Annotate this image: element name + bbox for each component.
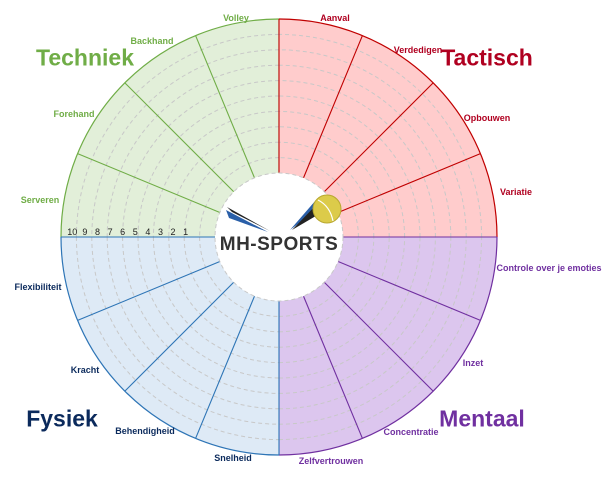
scale-ring — [278, 236, 483, 441]
segment-divider — [302, 35, 363, 179]
label-opbouwen: Opbouwen — [463, 113, 511, 123]
segment-divider — [124, 281, 235, 392]
segment-divider — [337, 153, 481, 214]
segment-divider — [323, 82, 434, 193]
segment-divider — [337, 260, 481, 321]
label-backhand: Backhand — [130, 36, 174, 46]
label-concentratie: Concentratie — [383, 427, 439, 437]
scale-numbers: 10 9 8 7 6 5 4 3 2 1 — [66, 227, 192, 237]
label-controle: Controle over je emoties — [496, 263, 602, 273]
scale-ring — [278, 157, 359, 238]
scale-ring — [278, 236, 467, 425]
scale-ring — [199, 236, 280, 317]
logo-circle — [214, 172, 344, 302]
title-fysiek: Fysiek — [26, 405, 98, 432]
scale-8: 8 — [94, 227, 100, 237]
segment-divider — [302, 295, 363, 439]
label-flexibiliteit: Flexibiliteit — [14, 282, 62, 292]
label-inzet: Inzet — [462, 358, 484, 368]
scale-ring — [278, 236, 375, 333]
tennis-ball-icon — [312, 194, 342, 224]
title-techniek: Techniek — [36, 44, 134, 71]
scale-10: 10 — [67, 227, 78, 237]
scale-ring — [137, 95, 280, 238]
scale-ring — [75, 33, 280, 238]
scale-ring — [183, 236, 280, 333]
label-variatie: Variatie — [499, 187, 533, 197]
scale-4: 4 — [145, 227, 151, 237]
scale-ring — [91, 49, 280, 238]
scale-ring — [278, 33, 483, 238]
scale-2: 2 — [170, 227, 176, 237]
logo-swoosh-left — [226, 210, 268, 232]
logo-swoosh-left-dark — [227, 207, 270, 231]
scale-3: 3 — [157, 227, 163, 237]
logo-text: MH-SPORTS — [219, 234, 339, 255]
scale-6: 6 — [120, 227, 126, 237]
scale-ring — [278, 49, 467, 238]
scale-ring — [278, 95, 421, 238]
label-aanval: Aanval — [320, 13, 350, 23]
label-snelheid: Snelheid — [214, 453, 252, 463]
scale-ring — [183, 141, 280, 238]
scale-ring — [278, 141, 375, 238]
label-verdedigen: Verdedigen — [393, 45, 443, 55]
label-behendigheid: Behendigheid — [115, 426, 175, 436]
scale-5: 5 — [132, 227, 138, 237]
scale-1: 1 — [183, 227, 189, 237]
scale-7: 7 — [107, 227, 113, 237]
title-mentaal: Mentaal — [439, 405, 525, 432]
segment-divider — [323, 281, 434, 392]
segment-divider — [77, 260, 221, 321]
segment-divider — [195, 35, 256, 179]
label-volley: Volley — [223, 13, 249, 23]
scale-ring — [278, 236, 421, 379]
scale-ring — [199, 157, 280, 238]
segment-divider — [124, 82, 235, 193]
segment-divider — [195, 295, 256, 439]
segment-divider — [77, 153, 221, 214]
scale-ring — [137, 236, 280, 379]
scale-9: 9 — [82, 227, 88, 237]
label-forehand: Forehand — [53, 109, 95, 119]
label-kracht: Kracht — [70, 365, 100, 375]
title-tactisch: Tactisch — [441, 44, 533, 71]
tennis-ball-seam — [317, 199, 334, 222]
label-serveren: Serveren — [20, 195, 60, 205]
scale-ring — [75, 236, 280, 441]
scale-ring — [91, 236, 280, 425]
label-zelfvertrouwen: Zelfvertrouwen — [298, 456, 364, 466]
scale-ring — [278, 236, 359, 317]
